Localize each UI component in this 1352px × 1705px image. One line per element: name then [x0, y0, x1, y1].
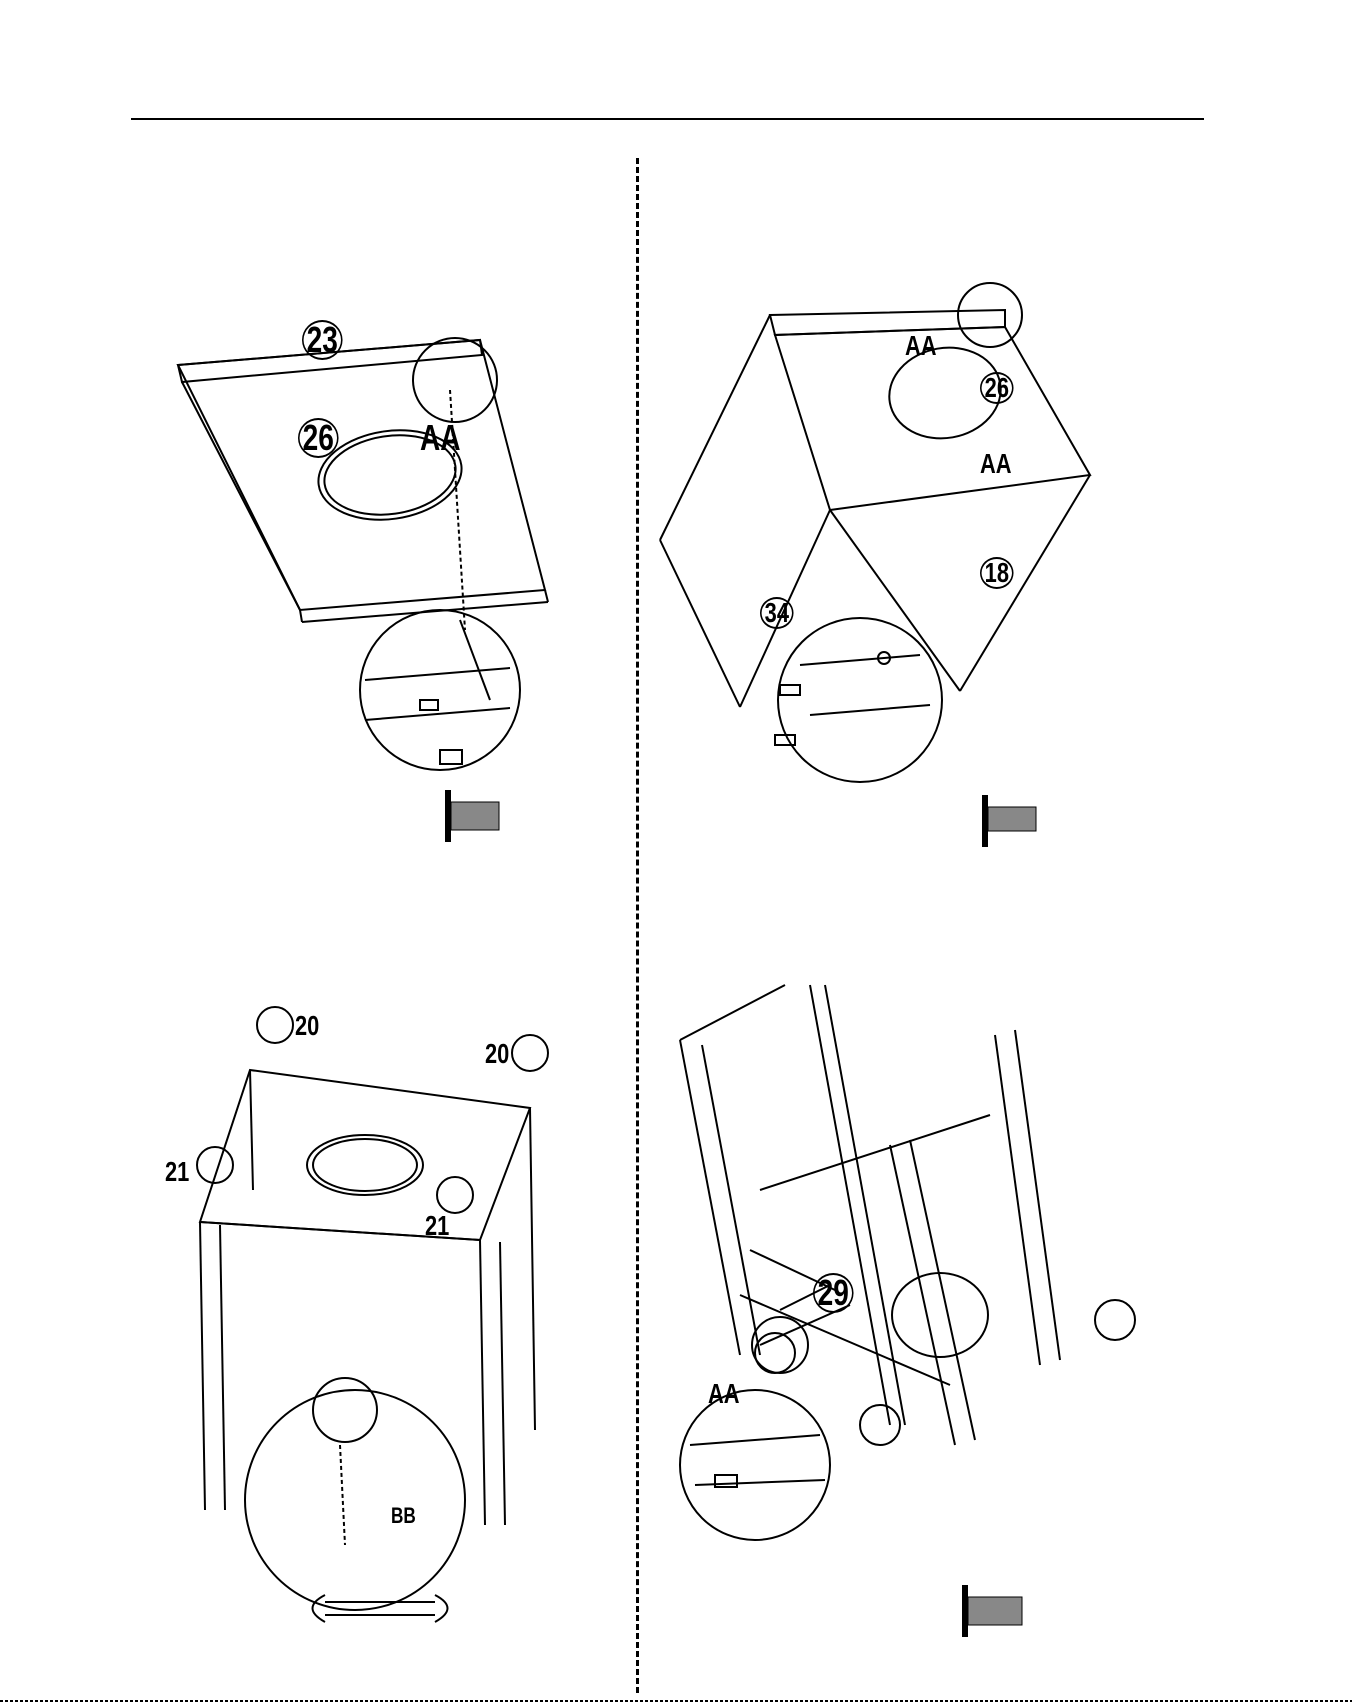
- column-divider: [636, 158, 639, 1693]
- bolt-icon: [982, 795, 1036, 847]
- part-label: 34: [760, 597, 794, 629]
- fastener-label: AA: [980, 450, 1012, 478]
- caster-label: 21: [165, 1158, 189, 1186]
- tool-label: BB: [391, 1505, 416, 1527]
- part-label: 26: [298, 418, 339, 458]
- side-frame-illustration: [660, 275, 1160, 855]
- top-frame-illustration: [150, 300, 550, 860]
- part-label: 26: [980, 372, 1014, 404]
- step-panel-side-frame: AA 26 AA 18 34: [660, 275, 1160, 855]
- footer-rule: [0, 1700, 1352, 1702]
- fastener-label: AA: [708, 1380, 740, 1408]
- step-panel-top-frame: 23 26 AA: [150, 300, 550, 860]
- fastener-label: AA: [905, 332, 937, 360]
- bolt-icon: [962, 1585, 1022, 1637]
- step-panel-support-bar: 29 AA: [680, 985, 1160, 1685]
- fastener-label: AA: [420, 420, 461, 456]
- part-label: 23: [302, 320, 343, 360]
- support-bar-illustration: [680, 985, 1160, 1685]
- caster-label: 20: [485, 1040, 509, 1068]
- header-rule: [131, 118, 1204, 120]
- step-panel-casters: 20 20 21 21 BB: [145, 990, 575, 1680]
- caster-label: 21: [425, 1212, 449, 1240]
- casters-illustration: [145, 990, 575, 1680]
- part-label: 18: [980, 557, 1014, 589]
- part-label: 29: [813, 1273, 854, 1313]
- bolt-icon: [445, 790, 499, 842]
- caster-label: 20: [295, 1012, 319, 1040]
